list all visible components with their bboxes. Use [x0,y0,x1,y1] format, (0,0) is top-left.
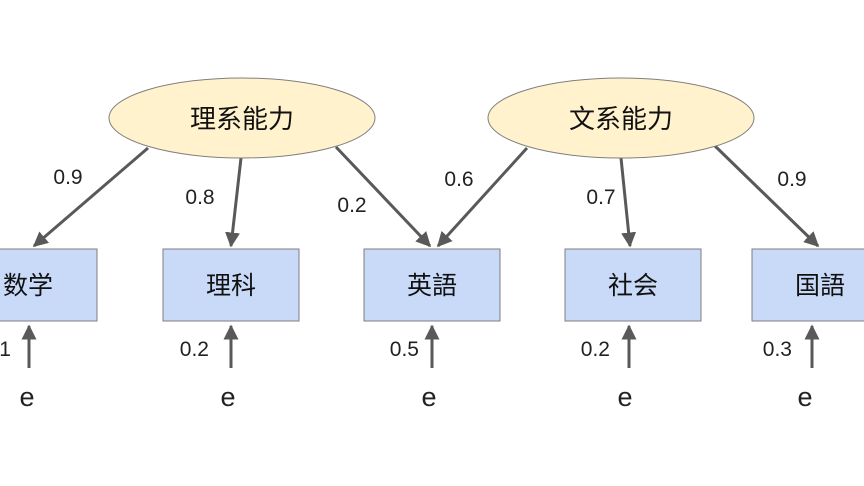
observed-english-label: 英語 [407,271,457,300]
coef-humanities-english: 0.6 [444,168,473,191]
observed-japanese-box [751,248,864,322]
observed-science-subj-label: 理科 [206,271,256,300]
error-term-science-subj: e [220,382,235,412]
error-coef-math: 0.1 [0,338,11,361]
path-humanities-english [436,146,529,248]
path-humanities-japanese [713,144,820,248]
coef-humanities-japanese: 0.9 [777,168,806,191]
latent-science-ellipse [108,77,376,159]
path-science-science-subj [225,157,243,248]
error-term-social: e [617,382,632,412]
path-science-english [334,145,432,248]
observed-math-label: 数学 [3,271,53,300]
error-term-english: e [421,382,436,412]
error-term-math: e [19,382,34,412]
latent-humanities-ellipse [487,77,755,159]
coef-science-math: 0.9 [53,166,82,189]
error-term-japanese: e [797,382,812,412]
error-coef-english: 0.5 [390,338,419,361]
coef-science-science-subj: 0.8 [185,186,214,209]
coef-humanities-social: 0.7 [586,186,615,209]
observed-japanese-label: 国語 [795,271,845,300]
observed-science-subj-box [162,248,300,322]
observed-math-box [0,248,98,322]
observed-social-label: 社会 [608,271,658,300]
path-science-math [32,146,149,248]
path-humanities-social [619,157,637,248]
coef-science-english: 0.2 [337,194,366,217]
error-coef-social: 0.2 [581,338,610,361]
error-coef-science-subj: 0.2 [180,338,209,361]
latent-humanities-label: 文系能力 [569,105,673,135]
observed-english-box [363,248,501,322]
observed-social-box [564,248,702,322]
error-coef-japanese: 0.3 [763,338,792,361]
latent-science-label: 理系能力 [190,105,294,135]
